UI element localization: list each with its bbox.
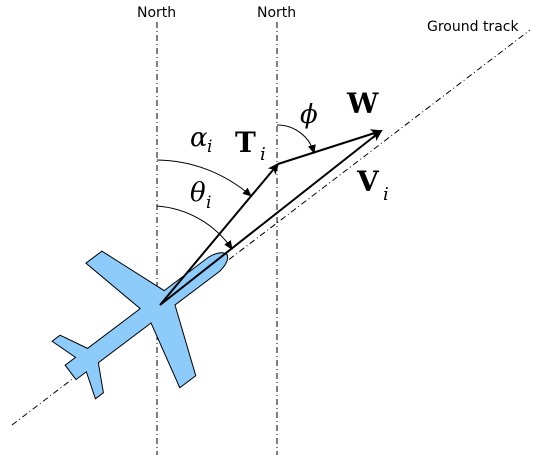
vector-W-label: W [346,87,379,120]
aircraft-icon [51,250,229,400]
phi-symbol: ϕ [300,100,318,130]
phi-arc [276,124,316,154]
vector-V-label: V [356,165,380,198]
ground-track-label: Ground track [427,19,519,35]
theta-subscript: i [206,193,211,213]
ground-velocity-vector-V [159,129,383,306]
vector-V-subscript: i [383,184,389,205]
aircraft-body [51,250,229,400]
north-label-left: North [137,5,176,21]
theta-arc [156,205,233,250]
vector-T-label: T [235,126,256,159]
heading-vector-T [159,162,280,306]
theta-symbol: θ [190,178,206,208]
vector-T-subscript: i [260,144,266,165]
alpha-arc [156,159,252,197]
north-label-right: North [257,5,296,21]
wind-vector-W [277,129,383,165]
alpha-subscript: i [207,137,212,157]
alpha-symbol: α [190,123,208,153]
